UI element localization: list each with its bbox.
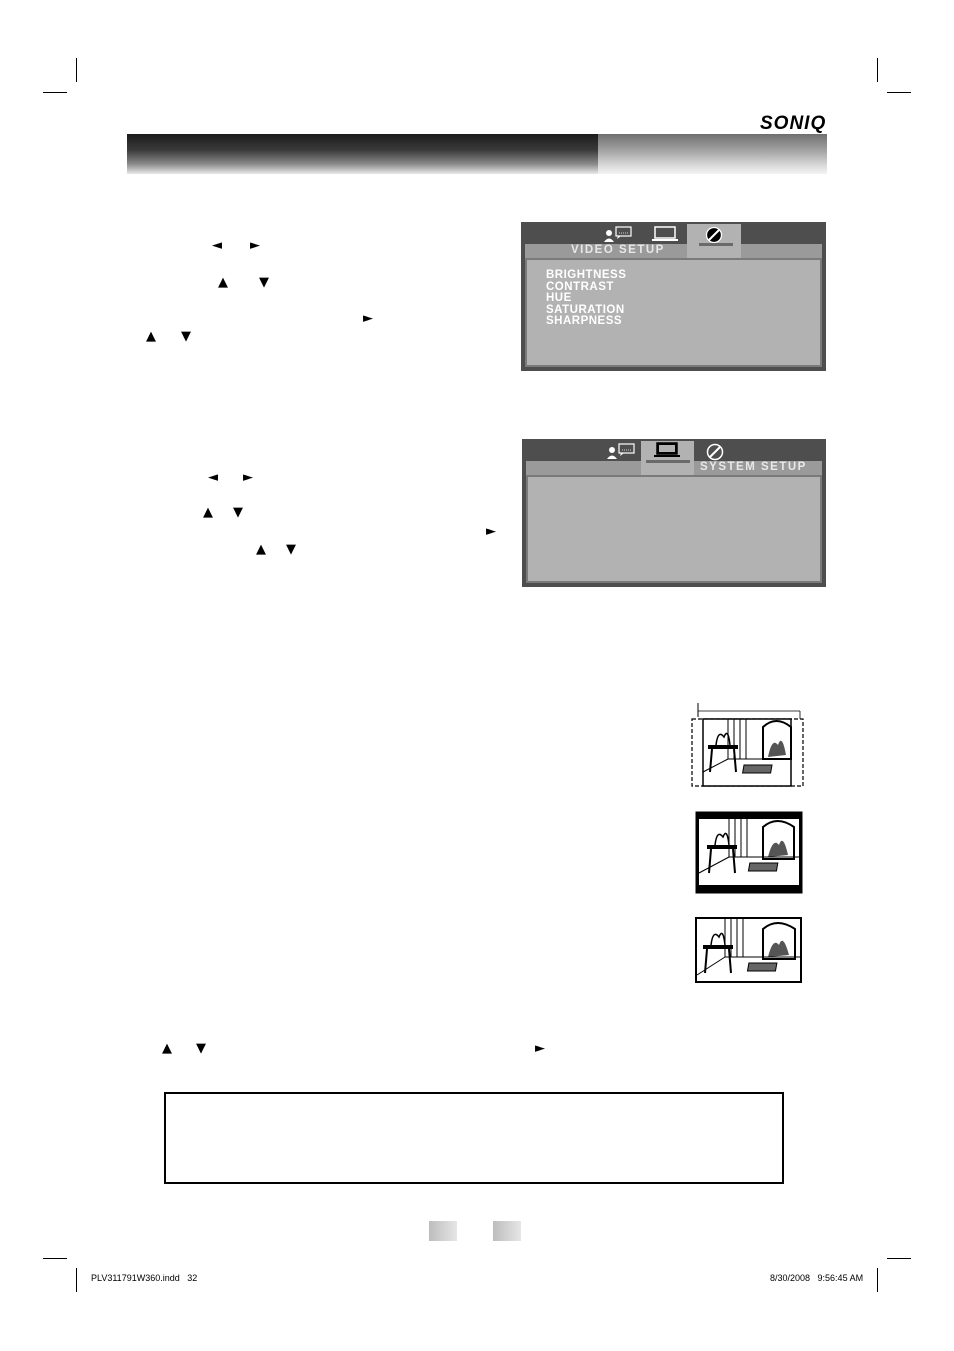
video-setup-items: BRIGHTNESS CONTRAST HUE SATURATION SHARP…	[546, 269, 627, 328]
right-arrow-icon: ►	[363, 311, 373, 326]
footer-filename: PLV311791W360.indd 32	[91, 1273, 198, 1283]
left-arrow-icon: ◄	[212, 238, 222, 253]
crop-mark	[887, 92, 911, 93]
crop-mark	[877, 58, 878, 82]
section-header-bar	[127, 134, 827, 174]
page-number-box	[429, 1221, 457, 1241]
down-arrow-icon: ▼	[181, 329, 191, 344]
video-setup-panel: VIDEO SETUP BRIGHTNESS CONTRAST HUE SATU…	[521, 222, 826, 371]
system-setup-title: SYSTEM SETUP	[700, 461, 807, 473]
pan-scan-image	[688, 697, 808, 792]
menu-item-hue[interactable]: HUE	[546, 292, 572, 305]
video-setup-title: VIDEO SETUP	[571, 244, 665, 256]
active-tab-indicator	[646, 460, 690, 463]
right-arrow-icon: ►	[486, 524, 496, 539]
note-box	[164, 1092, 784, 1184]
active-tab-indicator	[699, 243, 733, 246]
letterbox-image	[695, 811, 804, 894]
right-arrow-icon: ►	[243, 470, 253, 485]
up-arrow-icon: ▲	[256, 542, 266, 557]
color-disc-icon[interactable]	[704, 226, 724, 244]
video-setup-titlebar	[525, 244, 822, 258]
menu-item-sharpness[interactable]: SHARPNESS	[546, 315, 623, 328]
brand-logo: SONIQ	[760, 113, 827, 134]
system-setup-content	[526, 475, 822, 583]
down-arrow-icon: ▼	[259, 275, 269, 290]
person-subtitle-icon[interactable]	[603, 226, 633, 242]
video-setup-content: BRIGHTNESS CONTRAST HUE SATURATION SHARP…	[525, 258, 822, 367]
footer-timestamp: 8/30/2008 9:56:45 AM	[770, 1273, 864, 1283]
monitor-icon[interactable]	[652, 226, 678, 242]
crop-mark	[43, 1258, 67, 1259]
up-arrow-icon: ▲	[162, 1041, 172, 1056]
menu-item-saturation[interactable]: SATURATION	[546, 303, 625, 316]
page-number-box	[493, 1221, 521, 1241]
down-arrow-icon: ▼	[233, 505, 243, 520]
up-arrow-icon: ▲	[203, 505, 213, 520]
right-arrow-icon: ►	[250, 238, 260, 253]
left-arrow-icon: ◄	[208, 470, 218, 485]
crop-mark	[76, 58, 77, 82]
person-subtitle-icon[interactable]	[606, 443, 636, 459]
normal-image	[695, 917, 803, 984]
section-header-bar-right	[598, 134, 827, 174]
menu-item-brightness[interactable]: BRIGHTNESS	[546, 269, 627, 281]
crop-mark	[877, 1268, 878, 1292]
menu-item-contrast[interactable]: CONTRAST	[546, 280, 614, 293]
monitor-icon[interactable]	[654, 442, 680, 458]
right-arrow-icon: ►	[535, 1041, 545, 1056]
system-setup-panel: SYSTEM SETUP	[522, 439, 826, 587]
crop-mark	[76, 1268, 77, 1292]
up-arrow-icon: ▲	[146, 329, 156, 344]
color-disc-icon[interactable]	[705, 443, 725, 461]
crop-mark	[43, 92, 67, 93]
down-arrow-icon: ▼	[196, 1041, 206, 1056]
crop-mark	[887, 1258, 911, 1259]
down-arrow-icon: ▼	[286, 542, 296, 557]
up-arrow-icon: ▲	[218, 275, 228, 290]
